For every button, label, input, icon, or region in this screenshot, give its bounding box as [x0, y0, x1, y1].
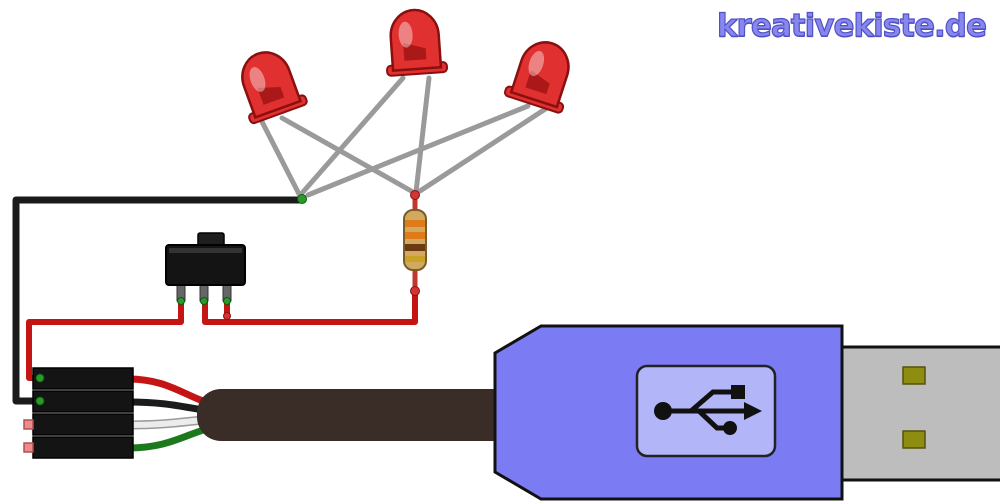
led3-lead-right — [417, 101, 556, 194]
led-1 — [241, 51, 308, 125]
usb-trident-icon — [654, 385, 762, 435]
led3-die — [525, 70, 550, 95]
header-pin-tip-4 — [23, 442, 34, 453]
led2-die — [403, 42, 427, 61]
site-logo: kreativekiste.de — [716, 7, 987, 44]
usb-icon-circle — [723, 421, 737, 435]
usb-contact-2 — [902, 430, 926, 449]
junction-dots-red — [223, 190, 420, 320]
wire-red-resistor-to-switch — [202, 287, 418, 325]
led3-dome — [509, 41, 570, 109]
led3-highlight — [528, 50, 545, 77]
led-3 — [504, 41, 570, 114]
led1-die — [257, 87, 285, 105]
slide-switch — [165, 232, 246, 302]
junction-connector-red — [35, 373, 45, 383]
led2-lead-right — [413, 75, 432, 195]
wire-black-ground — [12, 196, 307, 405]
junction-switch-pin-1 — [177, 297, 185, 305]
led2-highlight — [398, 21, 413, 48]
junction-switch-pin-2 — [200, 297, 208, 305]
resistor-band-4 — [405, 256, 425, 262]
header-housing-4 — [32, 436, 134, 459]
junction-led-cathode — [297, 194, 307, 204]
wire-red-switch-to-connector — [26, 297, 184, 381]
usb-icon-lower-branch — [697, 409, 725, 431]
resistor — [403, 196, 427, 291]
junction-led-anode — [410, 190, 420, 200]
led1-dome — [241, 51, 303, 120]
switch-body-highlight — [169, 248, 242, 253]
usb-icon-square — [731, 385, 745, 399]
header-connector — [23, 367, 134, 459]
switch-body — [165, 244, 246, 286]
header-housing-3 — [32, 413, 134, 436]
junction-resistor-bottom — [410, 286, 420, 296]
usb-icon-upper-branch — [689, 389, 732, 413]
led2-lead-left — [300, 75, 406, 195]
usb-metal-shell — [840, 345, 1000, 482]
led1-highlight — [249, 66, 266, 92]
junction-stub-end — [223, 312, 231, 320]
usb-cable — [197, 389, 517, 441]
junction-dots-green — [35, 194, 307, 406]
resistor-band-1 — [405, 220, 425, 227]
junction-switch-pin-3 — [223, 297, 231, 305]
led-leads — [253, 75, 556, 198]
header-housing-2 — [32, 390, 134, 413]
led1-lead-right — [279, 115, 416, 195]
led3-lead-left — [305, 103, 531, 198]
header-housing-1 — [32, 367, 134, 390]
led1-lead-left — [253, 107, 302, 197]
led2-dome — [389, 8, 443, 72]
header-pin-tip-3 — [23, 419, 34, 430]
usb-contact-1 — [902, 366, 926, 385]
led-2 — [386, 8, 449, 77]
resistor-band-3 — [405, 244, 425, 251]
junction-connector-black — [35, 396, 45, 406]
resistor-band-2 — [405, 232, 425, 239]
usb-icon-arrowhead — [744, 402, 762, 420]
wires-red — [26, 287, 418, 381]
